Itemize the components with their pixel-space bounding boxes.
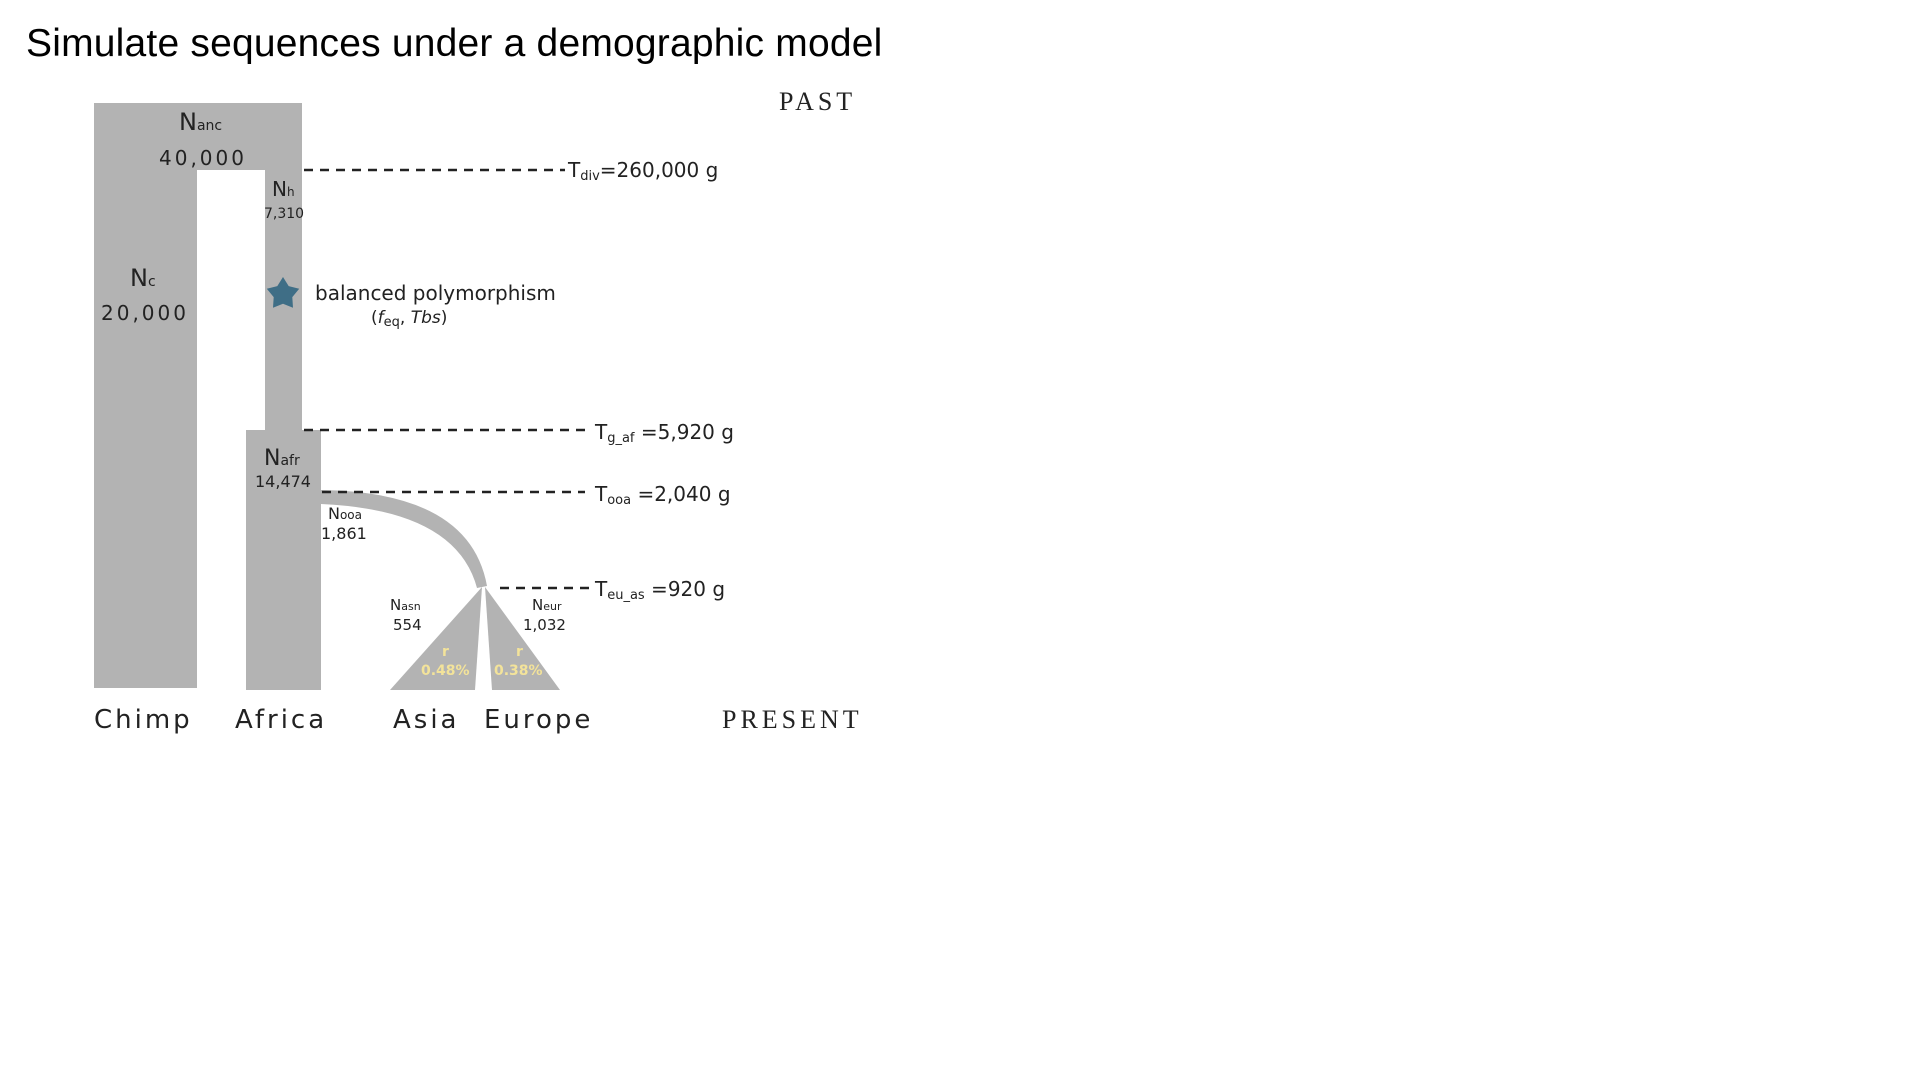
population-shapes <box>94 103 560 690</box>
europe-pop-name: Neur <box>532 596 562 614</box>
europe-branch <box>485 587 560 690</box>
europe-label: Europe <box>484 705 593 735</box>
asia-growth-value: 0.48% <box>421 663 470 679</box>
europe-growth-value: 0.38% <box>494 663 543 679</box>
africa-branch <box>246 430 321 690</box>
asia-pop-size: 554 <box>393 616 422 634</box>
human-pop-size: 7,310 <box>264 206 304 222</box>
teuas-label: Teu_as =920 g <box>594 577 725 603</box>
chimp-pop-size: 20,000 <box>101 301 189 325</box>
tgaf-label: Tg_af =5,920 g <box>594 420 734 446</box>
human-pop-name: Nh <box>272 177 295 201</box>
ancestral-pop-name: Nanc <box>179 108 222 136</box>
asia-pop-name: Nasn <box>390 596 421 614</box>
balanced-polymorphism-label: balanced polymorphism <box>315 281 556 305</box>
time-lines <box>304 168 590 590</box>
asia-growth-r: r <box>442 644 449 660</box>
africa-pop-name: Nafr <box>264 446 300 471</box>
star-icon <box>266 277 300 308</box>
asia-branch <box>390 587 482 690</box>
tdiv-label: Tdiv=260,000 g <box>567 158 718 184</box>
past-label: PAST <box>779 87 856 116</box>
out-of-africa-branch <box>321 490 487 588</box>
chimp-pop-name: Nc <box>130 264 156 292</box>
ancestral-pop-size: 40,000 <box>159 146 247 170</box>
ooa-pop-name: Nooa <box>328 504 362 523</box>
tooa-label: Tooa =2,040 g <box>594 482 731 508</box>
present-label: PRESENT <box>722 705 863 734</box>
africa-pop-size: 14,474 <box>255 472 311 491</box>
ancestral-and-chimp-branch <box>94 103 302 688</box>
ooa-pop-size: 1,861 <box>321 524 367 543</box>
asia-label: Asia <box>393 705 460 735</box>
balanced-polymorphism-params: (feq, Tbs) <box>371 308 447 330</box>
chimp-label: Chimp <box>94 705 193 735</box>
slide-title: Simulate sequences under a demographic m… <box>26 22 883 65</box>
africa-label: Africa <box>235 705 327 735</box>
europe-pop-size: 1,032 <box>523 616 566 634</box>
europe-growth-r: r <box>516 644 523 660</box>
